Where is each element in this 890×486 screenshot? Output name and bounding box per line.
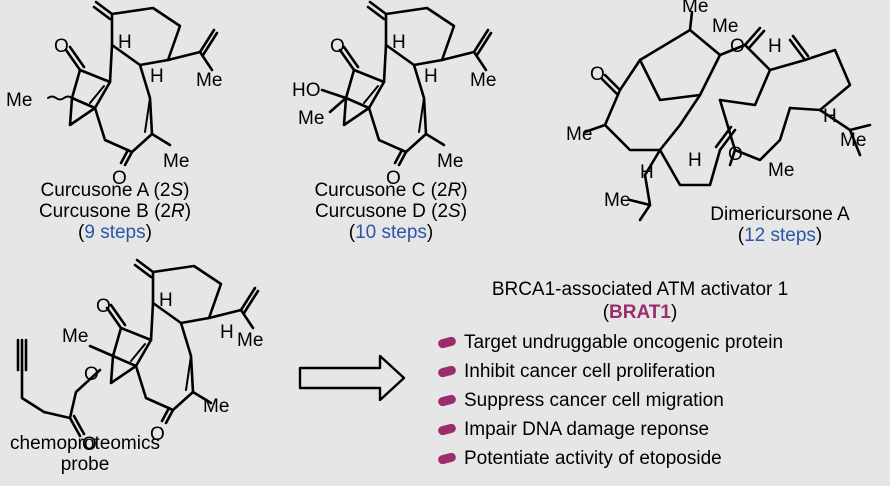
- atom-O: O: [54, 36, 69, 57]
- steps-label: 12 steps: [744, 225, 816, 246]
- bullet-icon: [437, 451, 457, 466]
- atom-O: O: [150, 424, 165, 445]
- atom-O: O: [84, 364, 99, 385]
- target-title: BRCA1-associated ATM activator 1: [491, 279, 789, 300]
- caption-dimericursone: Dimericursone A (12 steps): [710, 204, 850, 246]
- atom-Me: Me: [682, 0, 708, 17]
- effect-item: Impair DNA damage reponse: [437, 415, 860, 444]
- atom-Me: Me: [768, 160, 794, 181]
- steps-label: 9 steps: [84, 222, 146, 243]
- atom-H: H: [823, 106, 837, 127]
- atom-H: H: [768, 36, 782, 57]
- bullet-icon: [437, 422, 457, 437]
- atom-H: H: [640, 162, 654, 183]
- atom-H: H: [220, 322, 234, 343]
- atom-Me: Me: [566, 124, 592, 145]
- atom-Me: Me: [203, 396, 229, 417]
- effect-text: Target undruggable oncogenic protein: [464, 332, 784, 353]
- atom-H: H: [424, 66, 438, 87]
- atom-H: H: [118, 32, 132, 53]
- effect-item: Potentiate activity of etoposide: [437, 444, 860, 473]
- atom-O: O: [330, 36, 345, 57]
- atom-O: O: [82, 434, 97, 455]
- target-acronym: BRAT1: [609, 302, 671, 323]
- atom-Me: Me: [298, 108, 324, 129]
- atom-H: H: [688, 150, 702, 171]
- atom-Me: Me: [470, 70, 496, 91]
- effect-text: Suppress cancer cell migration: [464, 390, 724, 411]
- reaction-arrow: [298, 354, 406, 402]
- probe-structure: [16, 258, 260, 438]
- atom-O: O: [730, 36, 745, 57]
- atom-Me: Me: [6, 90, 32, 111]
- caption-curcusone-cd: Curcusone C (2R) Curcusone D (2S) (10 st…: [314, 180, 468, 243]
- effect-item: Target undruggable oncogenic protein: [437, 328, 860, 357]
- bullet-icon: [437, 393, 457, 408]
- effect-text: Potentiate activity of etoposide: [464, 448, 722, 469]
- atom-O: O: [728, 144, 743, 165]
- atom-H: H: [159, 290, 173, 311]
- curcusone-cd-structure: [320, 0, 493, 167]
- steps-label: 10 steps: [355, 222, 427, 243]
- caption-curcusone-ab: Curcusone A (2S) Curcusone B (2R) (9 ste…: [38, 180, 192, 243]
- target-acronym-line: (BRAT1): [602, 302, 678, 323]
- effect-item: Suppress cancer cell migration: [437, 386, 860, 415]
- atom-H: H: [150, 66, 164, 87]
- atom-O: O: [96, 296, 111, 317]
- atom-O: O: [386, 168, 401, 189]
- caption-probe: chemoproteomics probe: [10, 433, 160, 475]
- atom-labels: O H H Me Me O Me O H H Me HO Me O Me Me …: [6, 0, 866, 455]
- atom-Me: Me: [437, 151, 463, 172]
- atom-Me: Me: [62, 326, 88, 347]
- atom-Me: Me: [840, 130, 866, 151]
- dimericursone-structure: [583, 10, 872, 222]
- effect-text: Inhibit cancer cell proliferation: [464, 361, 716, 382]
- atom-O: O: [590, 64, 605, 85]
- effect-item: Inhibit cancer cell proliferation: [437, 357, 860, 386]
- atom-HO: HO: [292, 80, 321, 101]
- atom-Me: Me: [712, 16, 738, 37]
- bullet-icon: [437, 335, 457, 350]
- curcusone-ab-structure: [47, 0, 219, 167]
- atom-Me: Me: [196, 70, 222, 91]
- atom-Me: Me: [604, 190, 630, 211]
- target-panel: BRCA1-associated ATM activator 1 (BRAT1)…: [420, 278, 860, 473]
- atom-O: O: [112, 168, 127, 189]
- atom-Me: Me: [237, 330, 263, 351]
- atom-H: H: [392, 32, 406, 53]
- effect-text: Impair DNA damage reponse: [464, 419, 710, 440]
- atom-Me: Me: [163, 151, 189, 172]
- bullet-icon: [437, 364, 457, 379]
